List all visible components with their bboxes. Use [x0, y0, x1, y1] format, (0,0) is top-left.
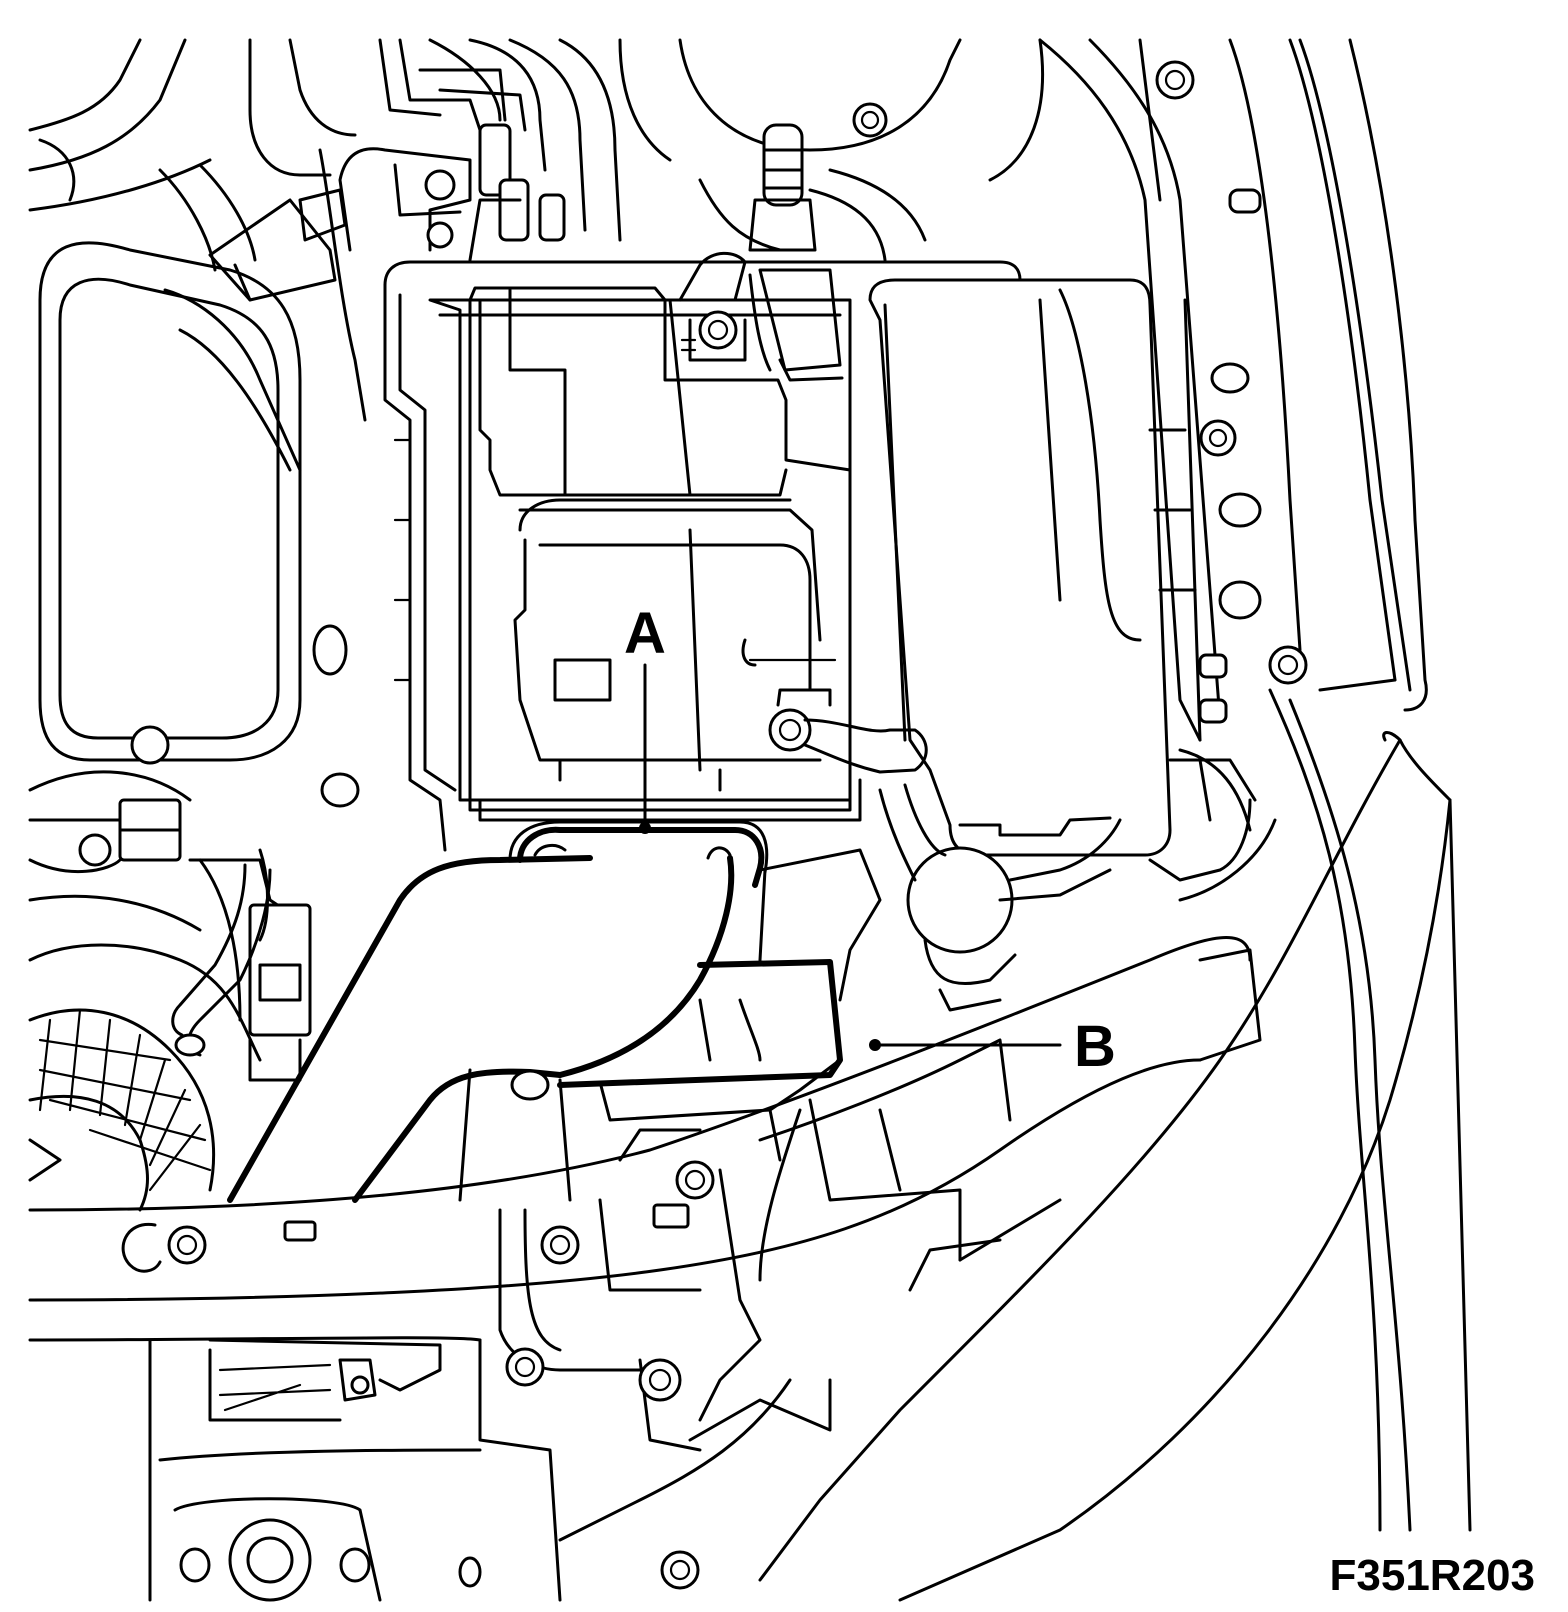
terminal-cover-top — [748, 268, 844, 382]
vacuum-hoses — [171, 863, 272, 1057]
lower-frame — [28, 1198, 832, 1602]
figure-code: F351R203 — [1330, 1551, 1535, 1600]
right-cable-run — [1148, 758, 1277, 902]
corrugated-hose — [28, 894, 262, 1212]
fender-arch — [758, 688, 1472, 1602]
intake-duct — [227, 820, 769, 1203]
callout-b: B — [869, 1014, 1116, 1079]
brake-lines — [338, 38, 622, 262]
coolant-reservoir — [38, 241, 302, 762]
fuse-box — [868, 278, 1202, 857]
bolts-right — [1155, 60, 1308, 724]
connectors-left — [28, 624, 360, 1082]
callout-a-label: A — [624, 601, 666, 666]
brake-booster — [618, 38, 1044, 182]
callout-b-label: B — [1074, 1014, 1116, 1079]
callout-a: A — [624, 601, 666, 834]
battery-tray — [383, 260, 1022, 852]
negative-terminal — [678, 251, 747, 362]
battery — [468, 286, 862, 822]
cross-member — [28, 936, 1262, 1422]
positive-terminal — [741, 638, 928, 774]
bolts-lower — [121, 1128, 715, 1602]
washer-reservoir-cap — [878, 783, 1122, 1012]
hoses-upper-left — [28, 38, 502, 422]
air-filter-housing — [557, 848, 882, 1202]
inner-wing-panel — [1038, 38, 1428, 832]
bleeder-nipple — [698, 123, 927, 262]
